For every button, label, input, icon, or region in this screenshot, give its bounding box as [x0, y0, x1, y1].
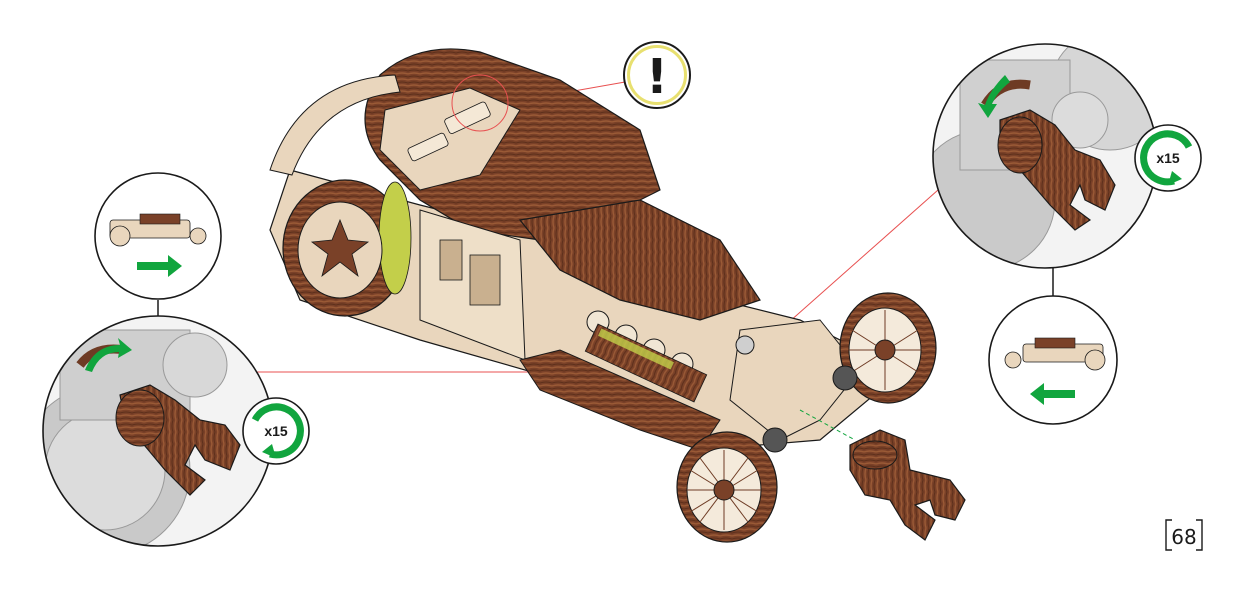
arrow-left-icon [1030, 383, 1075, 405]
rotation-count-right: x15 [1156, 150, 1180, 166]
rotate-counterclockwise-icon [978, 75, 1010, 118]
rotation-badge-right: x15 [1134, 124, 1202, 192]
front-wheel-right [839, 292, 937, 404]
mini-car-icon [109, 213, 207, 247]
callout-left-detail: x15 [42, 315, 310, 547]
callout-right-direction [988, 295, 1118, 425]
rotate-clockwise-icon [85, 338, 132, 372]
wrench-part [849, 429, 966, 541]
warning-icon: ! [623, 41, 691, 109]
mini-car-icon [1004, 337, 1106, 371]
engine-cylinders [584, 310, 708, 403]
callout-left-direction [94, 172, 222, 300]
rear-wheel [282, 179, 412, 317]
rotation-badge-left: x15 [242, 397, 310, 465]
callout-right-detail: x15 [932, 43, 1202, 269]
warning-symbol: ! [646, 49, 668, 105]
arrow-right-icon [137, 255, 182, 277]
engine-hood [518, 199, 761, 321]
hot-rod-car-model [269, 48, 937, 543]
front-wheel-left [676, 431, 778, 543]
rotation-count-left: x15 [264, 423, 288, 439]
page-number: 68 [1165, 519, 1203, 551]
page-number-text: 68 [1171, 525, 1196, 549]
